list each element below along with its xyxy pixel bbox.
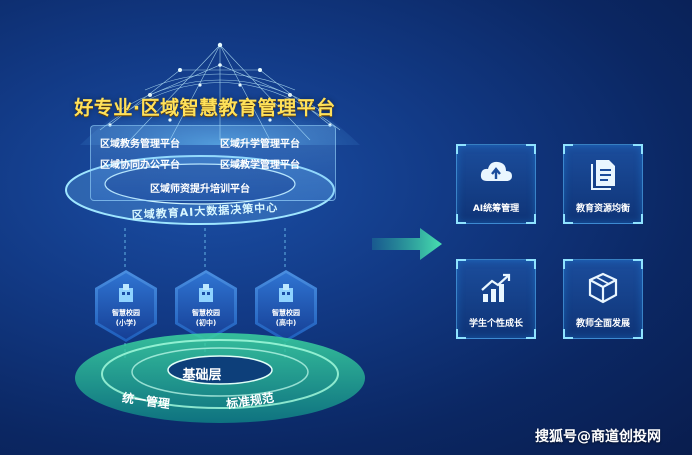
base-title: 基础层 <box>182 368 222 383</box>
document-icon <box>591 160 615 190</box>
platform-item: 区域教务管理平台 <box>100 139 180 150</box>
school-name: 智慧校园 <box>272 309 300 317</box>
school-hex-high: 智慧校园 (高中) <box>255 270 317 342</box>
school-hex-primary: 智慧校园 (小学) <box>95 270 157 342</box>
platform-item: 区域协同办公平台 <box>100 160 180 171</box>
card-label: 教师全面发展 <box>575 319 630 329</box>
card-resource-balance: 教育资源均衡 <box>563 144 643 224</box>
page-title: 好专业·区域智慧教育管理平台 <box>74 97 336 119</box>
card-label: AI统筹管理 <box>472 204 520 214</box>
card-label: 教育资源均衡 <box>575 204 630 214</box>
platforms-panel <box>90 125 336 201</box>
growth-chart-icon <box>481 273 511 302</box>
school-level: (小学) <box>115 319 137 327</box>
card-teacher-development: 教师全面发展 <box>563 259 643 339</box>
school-name: 智慧校园 <box>192 309 220 317</box>
platform-item: 区域升学管理平台 <box>220 139 300 150</box>
card-ai-management: AI统筹管理 <box>456 144 536 224</box>
watermark: 搜狐号@商道创投网 <box>535 429 661 445</box>
building-icon <box>199 284 213 302</box>
school-level: (高中) <box>275 319 297 327</box>
school-level: (初中) <box>195 319 217 327</box>
base-disc <box>75 333 365 423</box>
platform-item: 区域师资提升培训平台 <box>150 184 250 195</box>
cube-icon <box>588 272 618 304</box>
card-label: 学生个性成长 <box>468 319 523 329</box>
building-icon <box>119 284 133 302</box>
school-name: 智慧校园 <box>112 309 140 317</box>
platform-ring <box>65 155 335 225</box>
arrow-right-icon <box>372 228 442 260</box>
card-student-growth: 学生个性成长 <box>456 259 536 339</box>
building-icon <box>279 284 293 302</box>
cloud-upload-icon <box>480 161 512 181</box>
platform-item: 区域教学管理平台 <box>220 160 300 171</box>
